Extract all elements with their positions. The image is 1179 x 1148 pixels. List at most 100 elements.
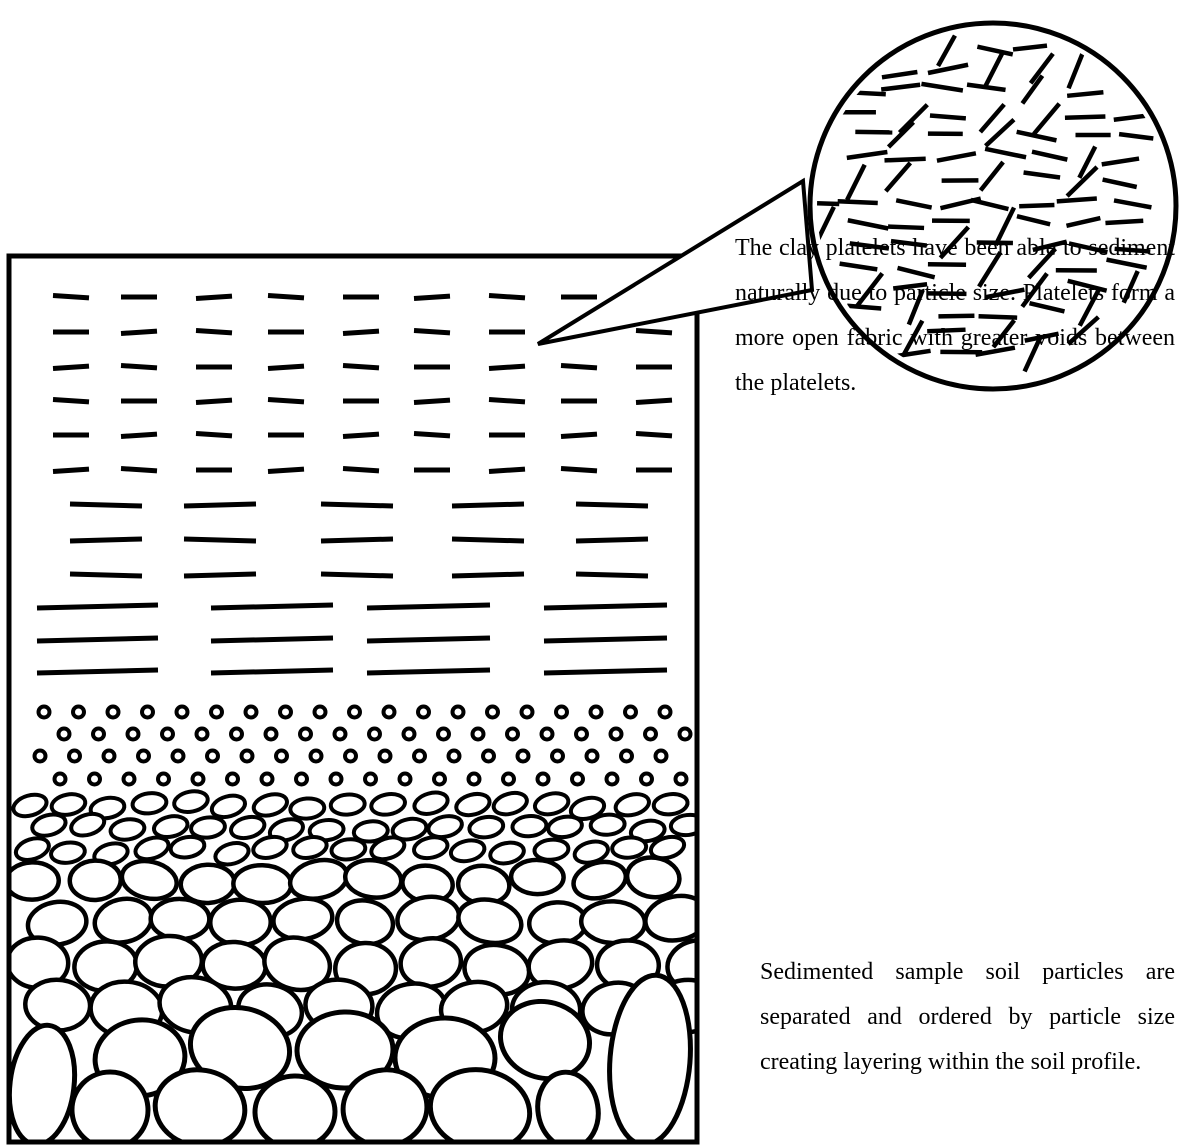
silt-particle bbox=[296, 774, 307, 785]
silt-particle bbox=[211, 707, 222, 718]
clay-platelet bbox=[121, 366, 157, 368]
medium-platelet bbox=[452, 539, 524, 541]
coarse-grain bbox=[5, 862, 59, 901]
sand-grain bbox=[131, 791, 167, 815]
clay-platelet bbox=[343, 469, 379, 471]
sand-grain bbox=[172, 789, 209, 815]
clay-platelet bbox=[196, 296, 232, 298]
sand-grain bbox=[533, 790, 571, 817]
silt-layer bbox=[35, 707, 691, 785]
silt-particle bbox=[345, 751, 356, 762]
silt-particle bbox=[572, 774, 583, 785]
silt-particle bbox=[73, 707, 84, 718]
coarse-grain bbox=[625, 854, 682, 900]
medium-platelet bbox=[452, 574, 524, 576]
zoom-platelet bbox=[1019, 205, 1054, 206]
clay-platelet bbox=[561, 434, 597, 436]
silt-particle bbox=[108, 707, 119, 718]
long-platelet bbox=[544, 638, 667, 641]
long-platelet bbox=[544, 670, 667, 673]
coarse-grain bbox=[286, 855, 351, 904]
clay-platelet bbox=[489, 366, 525, 368]
silt-particle bbox=[124, 774, 135, 785]
silt-particle bbox=[262, 774, 273, 785]
silt-particle bbox=[231, 729, 242, 740]
silt-particle bbox=[418, 707, 429, 718]
zoom-platelet bbox=[1065, 117, 1105, 118]
clay-platelet bbox=[414, 400, 450, 402]
medium-platelet bbox=[576, 504, 648, 506]
silt-particle bbox=[645, 729, 656, 740]
silt-particle bbox=[55, 774, 66, 785]
gravel-stone bbox=[3, 1022, 81, 1148]
sand-grain bbox=[454, 791, 492, 819]
sand-grain bbox=[652, 792, 688, 816]
silt-particle bbox=[349, 707, 360, 718]
sand-grain bbox=[611, 836, 647, 859]
clay-platelet bbox=[636, 434, 672, 436]
silt-particle bbox=[280, 707, 291, 718]
silt-particle bbox=[93, 729, 104, 740]
clay-platelet bbox=[196, 434, 232, 436]
clay-platelet bbox=[53, 400, 89, 402]
silt-particle bbox=[177, 707, 188, 718]
silt-particle bbox=[197, 729, 208, 740]
medium-platelet bbox=[576, 539, 648, 541]
silt-particle bbox=[621, 751, 632, 762]
silt-particle bbox=[414, 751, 425, 762]
clay-platelet bbox=[196, 400, 232, 402]
sand-grain bbox=[670, 813, 706, 837]
clay-platelet bbox=[636, 400, 672, 402]
silt-particle bbox=[311, 751, 322, 762]
silt-particle bbox=[625, 707, 636, 718]
medium-platelet bbox=[70, 574, 142, 576]
silt-particle bbox=[556, 707, 567, 718]
caption-sedimented-sample: Sedimented sample soil particles are sep… bbox=[760, 950, 1175, 1085]
silt-particle bbox=[380, 751, 391, 762]
sand-grain bbox=[13, 834, 51, 863]
sand-grain bbox=[330, 793, 366, 816]
silt-particle bbox=[331, 774, 342, 785]
clay-platelet bbox=[121, 434, 157, 436]
silt-particle bbox=[315, 707, 326, 718]
silt-particle bbox=[128, 729, 139, 740]
silt-particle bbox=[576, 729, 587, 740]
sand-grain bbox=[109, 817, 146, 842]
silt-particle bbox=[518, 751, 529, 762]
silt-particle bbox=[89, 774, 100, 785]
sand-grain bbox=[229, 814, 267, 842]
medium-platelet bbox=[70, 539, 142, 541]
medium-platelet bbox=[321, 574, 393, 576]
clay-platelet bbox=[636, 331, 672, 333]
clay-platelet bbox=[53, 469, 89, 471]
long-platelet bbox=[37, 670, 158, 673]
medium-platelet bbox=[321, 539, 393, 541]
long-platelet bbox=[211, 605, 333, 608]
fine-sand-layer bbox=[11, 789, 706, 868]
silt-particle bbox=[69, 751, 80, 762]
silt-particle bbox=[469, 774, 480, 785]
medium-platelet bbox=[184, 504, 256, 506]
long-platelet bbox=[544, 605, 667, 608]
clay-platelet bbox=[121, 331, 157, 333]
silt-particle bbox=[438, 729, 449, 740]
silt-particle bbox=[35, 751, 46, 762]
sediment-layers bbox=[3, 296, 732, 1148]
coarse-grain bbox=[570, 857, 630, 904]
zoom-platelet bbox=[884, 159, 925, 161]
silt-particle bbox=[193, 774, 204, 785]
silt-particle bbox=[552, 751, 563, 762]
long-platelet bbox=[367, 638, 490, 641]
silt-particle bbox=[404, 729, 415, 740]
silt-particle bbox=[227, 774, 238, 785]
sand-grain bbox=[547, 814, 584, 839]
gravel-stone bbox=[254, 1075, 336, 1148]
sand-grain bbox=[50, 840, 87, 865]
clay-platelet bbox=[489, 296, 525, 298]
long-platelet bbox=[211, 670, 333, 673]
silt-particle bbox=[656, 751, 667, 762]
silt-particle bbox=[335, 729, 346, 740]
medium-platelet bbox=[452, 504, 524, 506]
silt-particle bbox=[680, 729, 691, 740]
clay-platelet bbox=[121, 469, 157, 471]
